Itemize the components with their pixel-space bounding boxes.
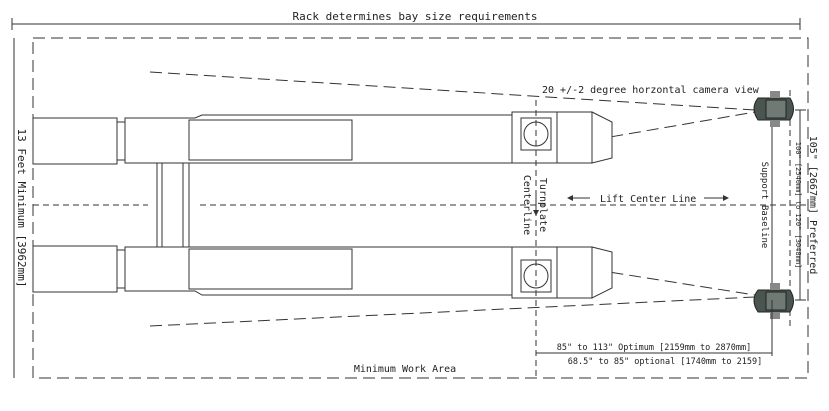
optimum-dimension-label: 85" to 113" Optimum [2159mm to 2870mm] bbox=[557, 343, 751, 353]
range-dimension-label: 100" [2540mm] to 120" [3048mm] bbox=[794, 142, 802, 268]
optional-dimension-label: 68.5" to 85" optional [1740mm to 2159] bbox=[568, 357, 762, 367]
lower-runway bbox=[32, 245, 613, 299]
lift-center-line-label: Lift Center Line bbox=[600, 194, 696, 205]
lower-runway-plate bbox=[188, 248, 353, 290]
work-area-label: Minimum Work Area bbox=[354, 364, 456, 375]
camera-spacing-dimension: 105" [2667mm] Preferred 100" [2540mm] to… bbox=[794, 109, 818, 301]
top-dimension-label: Rack determines bay size requirements bbox=[292, 10, 537, 23]
camera-view-lines bbox=[149, 71, 756, 327]
camera-head-top bbox=[753, 91, 794, 127]
camera-head-bottom bbox=[753, 283, 794, 319]
optimum-dimension: 85" to 113" Optimum [2159mm to 2870mm] 6… bbox=[536, 300, 773, 367]
left-dimension: 13 Feet Minimum [3962mm] bbox=[13, 38, 28, 378]
work-area-boundary bbox=[32, 37, 809, 379]
upper-runway-plate bbox=[188, 119, 353, 161]
top-dimension: Rack determines bay size requirements bbox=[11, 10, 801, 30]
preferred-dimension-label: 105" [2667mm] Preferred bbox=[807, 136, 818, 274]
left-dimension-label: 13 Feet Minimum [3962mm] bbox=[15, 129, 28, 288]
crossbars bbox=[156, 163, 190, 247]
support-baseline-label: Support Baseline bbox=[759, 162, 769, 249]
upper-runway bbox=[32, 111, 613, 165]
camera-view-label: 20 +/-2 degree horzontal camera view bbox=[542, 85, 760, 96]
turnplate-label: Turnplate bbox=[537, 178, 548, 232]
centerline-label: Centerline bbox=[521, 175, 532, 235]
